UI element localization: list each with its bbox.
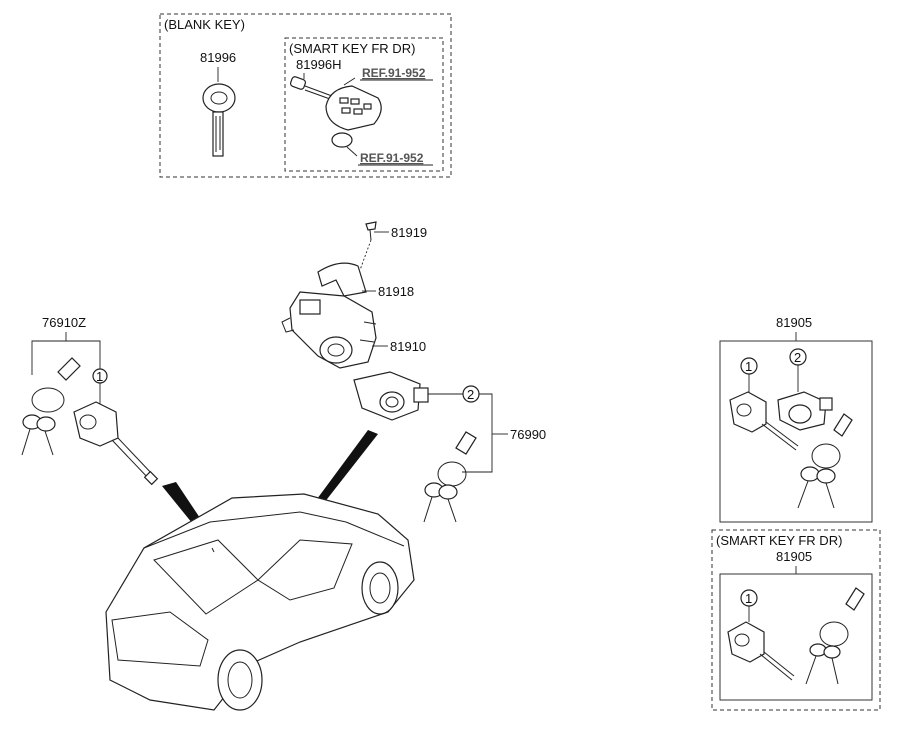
kit-keys-icon [797, 413, 853, 509]
smart-key-box-top-title: (SMART KEY FR DR) [289, 41, 415, 56]
kit-door-cylinder-icon [729, 391, 799, 451]
ignition-lock-cylinder-icon [353, 371, 429, 421]
part-76990: 76990 [510, 427, 546, 442]
part-81918: 81918 [378, 284, 414, 299]
smart-key-part-number: 81996H [296, 57, 342, 72]
emergency-key-icon [289, 76, 333, 100]
part-81910: 81910 [390, 339, 426, 354]
smart-key-box-top [284, 37, 444, 172]
ref-battery[interactable]: REF.91-952 [360, 151, 424, 165]
blank-key-part-number: 81996 [200, 50, 236, 65]
shroud-cover-icon [317, 262, 367, 297]
blank-key-box [159, 13, 452, 178]
smart-keys-icon [805, 587, 865, 685]
part-81919: 81919 [391, 225, 427, 240]
car-illustration [105, 493, 415, 711]
smart-door-cylinder-icon [727, 621, 795, 681]
screw-icon [365, 221, 377, 241]
part-81905-smart: 81905 [776, 549, 812, 564]
keys-left-icon [21, 357, 81, 456]
callout-2-kit-text: 2 [794, 350, 801, 365]
callout-1-smart-text: 1 [745, 591, 752, 606]
callout-2-center-text: 2 [467, 387, 474, 402]
kit-box-81905-smart [719, 573, 873, 701]
smart-key-box-bottom [711, 529, 881, 711]
part-76910z: 76910Z [42, 315, 86, 330]
blank-key-title: (BLANK KEY) [164, 17, 245, 32]
smart-key-box-bottom-title: (SMART KEY FR DR) [716, 533, 842, 548]
smart-key-fob-icon [325, 85, 382, 131]
callout-1-kit-text: 1 [745, 359, 752, 374]
kit-ignition-cylinder-icon [777, 391, 833, 431]
kit-box-81905 [719, 340, 873, 523]
ref-fob[interactable]: REF.91-952 [362, 66, 426, 80]
door-lock-cylinder-icon [73, 401, 159, 486]
part-81905: 81905 [776, 315, 812, 330]
battery-icon [331, 132, 353, 148]
ignition-switch-body-icon [281, 291, 377, 369]
blank-key-icon [202, 83, 236, 157]
callout-1-left-text: 1 [96, 369, 103, 384]
keys-right-icon [423, 431, 477, 523]
